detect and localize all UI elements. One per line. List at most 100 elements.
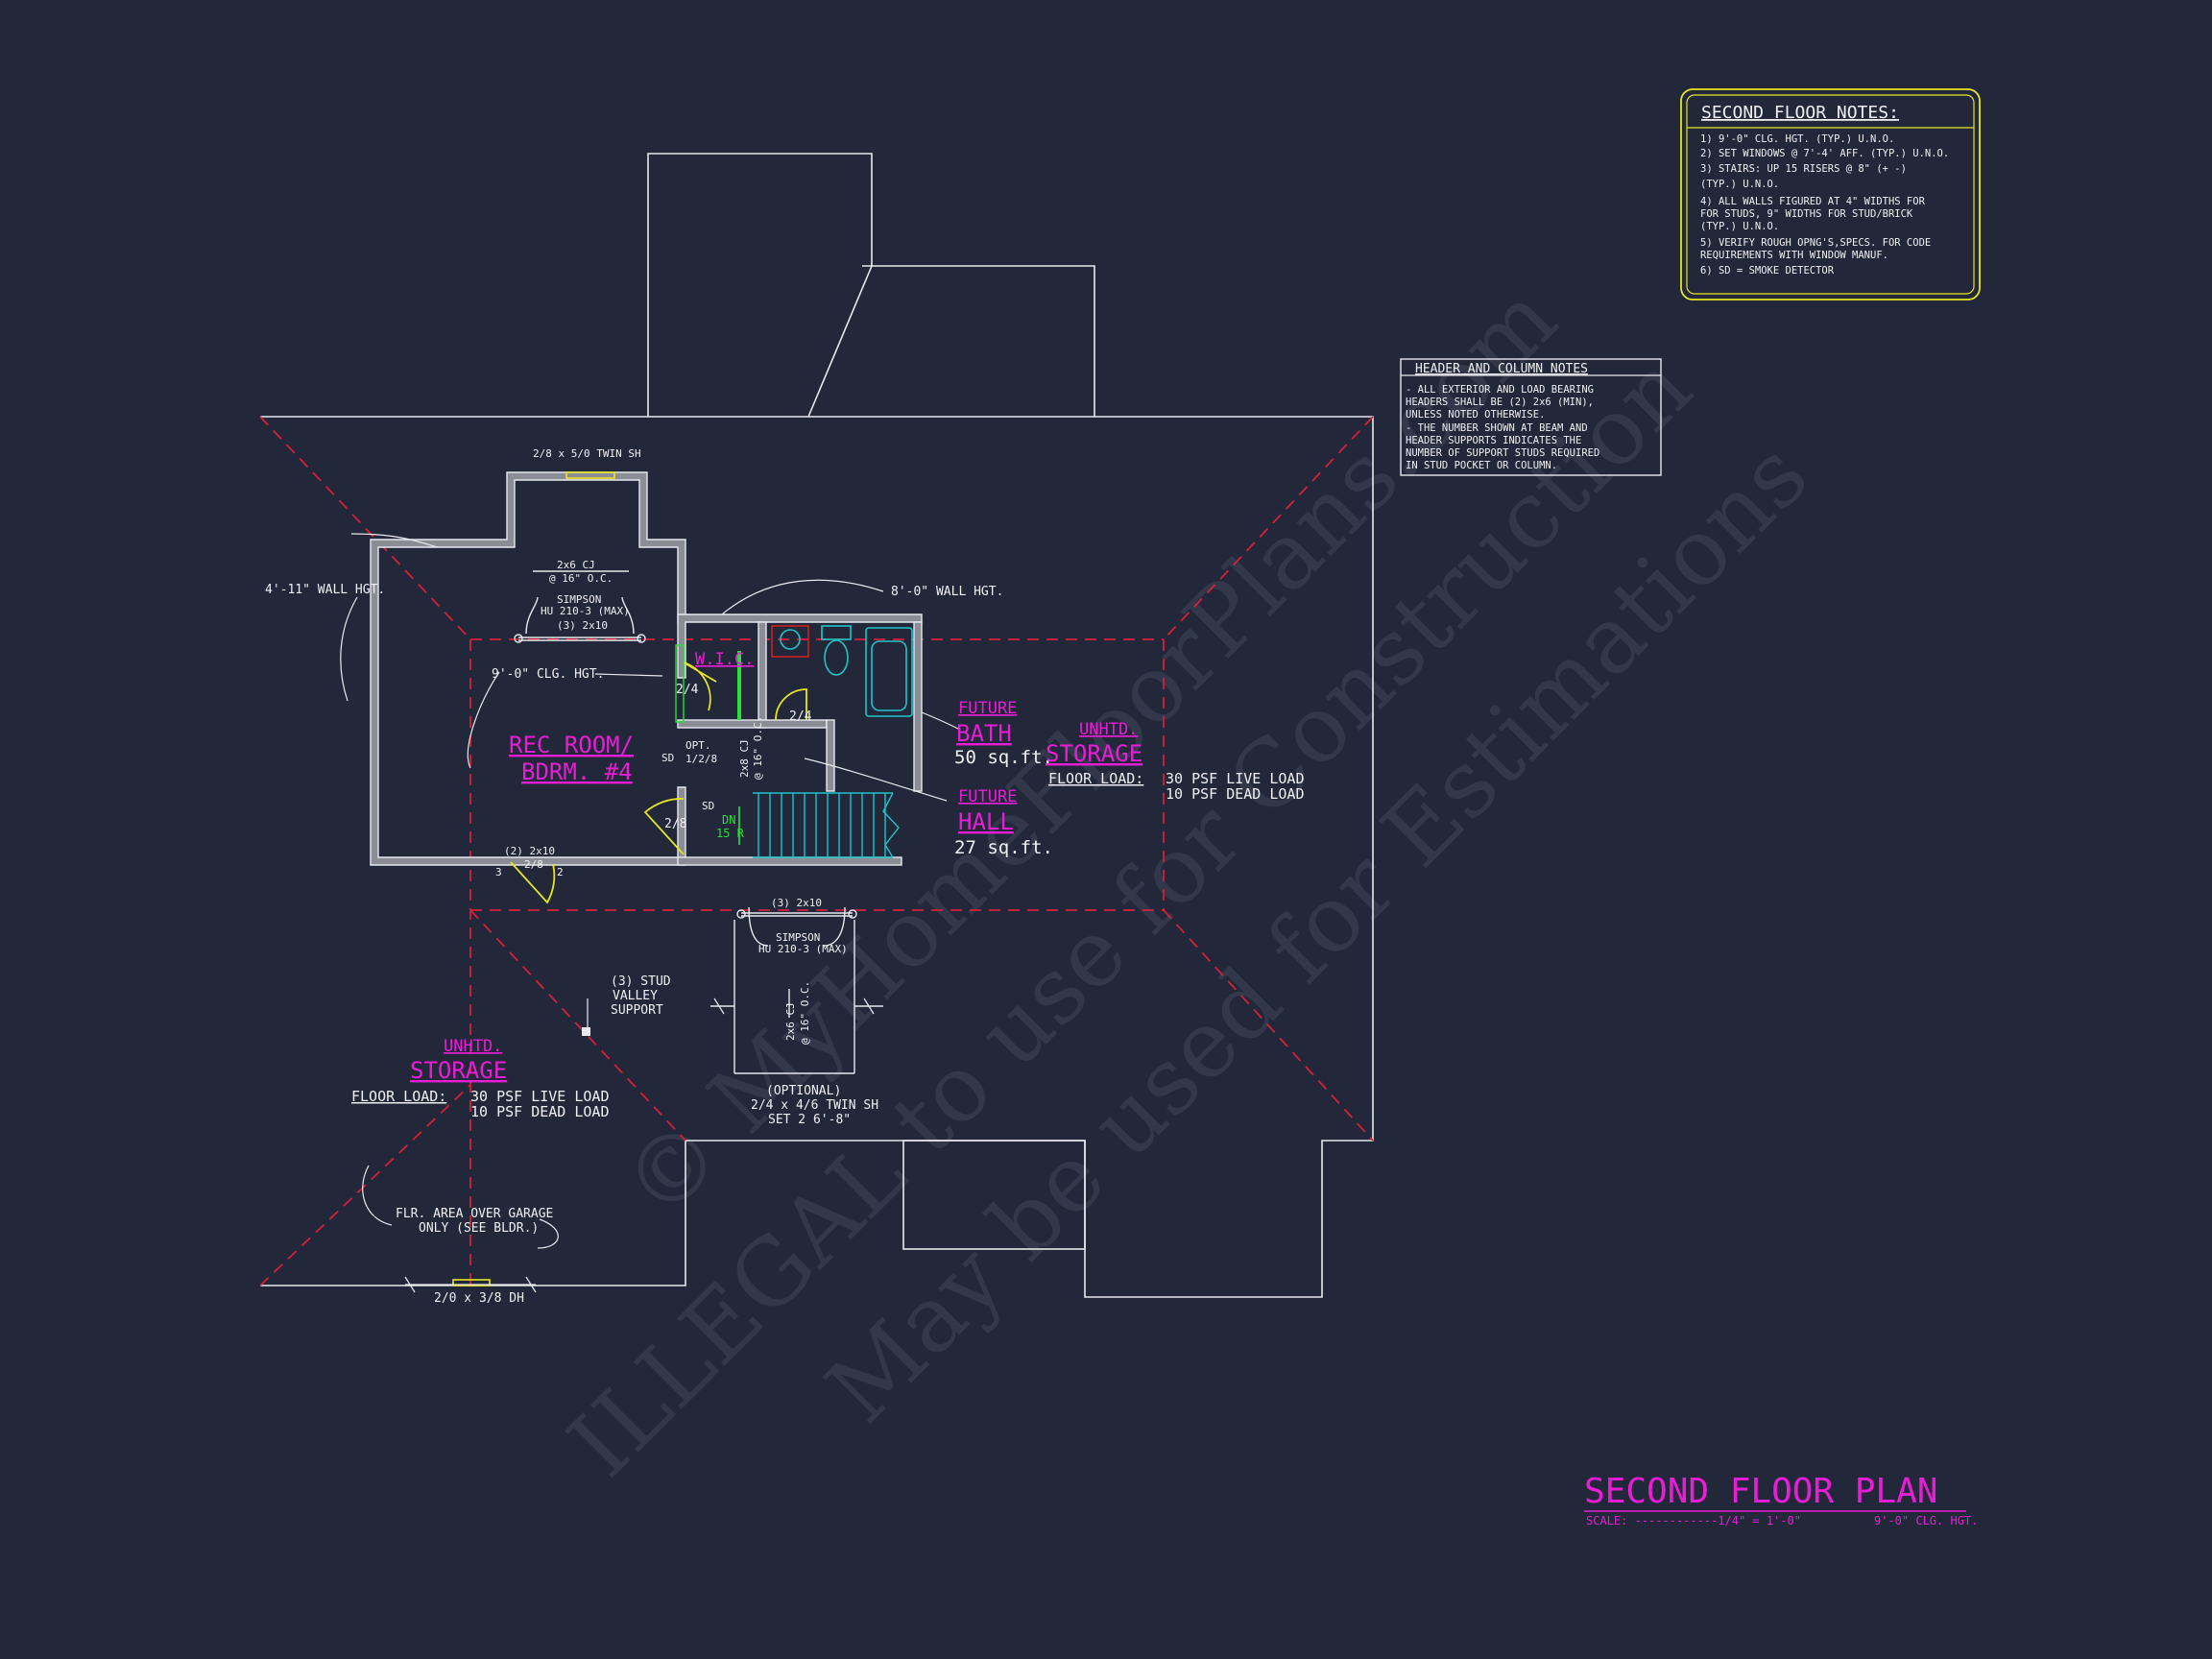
rec-room-name: REC ROOM/	[509, 732, 634, 758]
tub-inner-icon	[871, 640, 907, 711]
optional-label: (OPTIONAL)	[766, 1084, 841, 1098]
garage-note-2: ONLY (SEE BLDR.)	[419, 1221, 539, 1236]
rec-header-label: (2) 2x10	[504, 845, 555, 857]
wall-height-left: 4'-11" WALL HGT.	[265, 583, 385, 597]
rec-room-bdrm: BDRM. #4	[521, 758, 633, 785]
window-garage-icon	[452, 1279, 491, 1286]
header-note-line: UNLESS NOTED OTHERWISE.	[1406, 409, 1545, 421]
bath-door-icon	[775, 688, 807, 721]
optional-door-label: OPT.	[685, 739, 711, 752]
smoke-detector-1: SD	[661, 752, 674, 764]
note-line: FOR STUDS, 9" WIDTHS FOR STUD/BRICK	[1700, 208, 1913, 220]
note-line: REQUIREMENTS WITH WINDOW MANUF.	[1700, 250, 1888, 261]
stud-valley-label-2: VALLEY	[613, 989, 658, 1003]
note-line: 4) ALL WALLS FIGURED AT 4" WIDTHS FOR	[1700, 196, 1926, 207]
wall-height-right: 8'-0" WALL HGT.	[891, 585, 1003, 599]
window-bottom-label: 2/4 x 4/6 TWIN SH	[751, 1098, 878, 1113]
header-note-line: NUMBER OF SUPPORT STUDS REQUIRED	[1406, 447, 1599, 459]
bath-door-size: 2/4	[789, 709, 812, 724]
simpson-top-label: SIMPSON	[557, 593, 601, 606]
load-label-right: FLOOR LOAD:	[1048, 770, 1143, 787]
note-line: 1) 9'-0" CLG. HGT. (TYP.) U.N.O.	[1700, 133, 1894, 145]
floor-loads: FLOOR LOAD: 30 PSF LIVE LOAD 10 PSF DEAD…	[351, 770, 1305, 1120]
wic-shelf-icon	[675, 644, 685, 723]
window-bottom-set: SET 2 6'-8"	[768, 1113, 851, 1127]
note-line: 2) SET WINDOWS @ 7'-4' AFF. (TYP.) U.N.O…	[1700, 148, 1949, 159]
simpson-bottom-model: HU 210-3 (MAX)	[758, 943, 848, 955]
stud-count-right: 2	[557, 866, 564, 878]
beam-top-label: (3) 2x10	[557, 619, 608, 632]
storage-right-name: STORAGE	[1046, 740, 1142, 767]
live-load-right: 30 PSF LIVE LOAD	[1166, 770, 1305, 787]
plan-labels: 2/8 x 5/0 TWIN SH 2x6 CJ @ 16" O.C. SIMP…	[265, 447, 1003, 1306]
storage-right-unhtd: UNHTD.	[1079, 720, 1138, 739]
watermark-line-2: ILLEGAL to use for Construction	[548, 334, 1712, 1498]
live-load-left: 30 PSF LIVE LOAD	[470, 1088, 610, 1105]
stud-valley-label-3: SUPPORT	[611, 1003, 663, 1018]
storage-left-unhtd: UNHTD.	[444, 1037, 502, 1056]
watermark: © MyHomeFloorPlans.com ILLEGAL to use fo…	[548, 265, 1828, 1498]
hall-name: HALL	[958, 808, 1014, 835]
cj-top-label: 2x6 CJ	[557, 559, 595, 571]
smoke-detector-2: SD	[702, 800, 714, 812]
note-line: (TYP.) U.N.O.	[1700, 221, 1779, 232]
window-top-label: 2/8 x 5/0 TWIN SH	[533, 447, 641, 460]
hall-wall	[826, 719, 835, 792]
wic-top-wall	[677, 613, 923, 679]
header-note-line: HEADERS SHALL BE (2) 2x6 (MIN),	[1406, 397, 1594, 408]
building-outline	[260, 153, 1374, 1298]
sink-cabinet	[771, 625, 809, 658]
bath-area: 50 sq.ft.	[954, 747, 1053, 768]
note-line: (TYP.) U.N.O.	[1700, 179, 1779, 190]
header-notes-title: HEADER AND COLUMN NOTES	[1415, 362, 1588, 376]
window-top-icon	[565, 471, 615, 479]
hall-future: FUTURE	[958, 787, 1017, 806]
sink-icon	[780, 629, 801, 650]
cj-mid-spacing: @ 16" O.C.	[752, 716, 764, 780]
beams	[514, 570, 883, 1074]
load-label-left: FLOOR LOAD:	[351, 1088, 446, 1105]
rec-door-size: 2/8	[524, 858, 543, 871]
cj-mid-label: 2x8 CJ	[738, 739, 751, 778]
roof-lines	[259, 416, 1374, 1286]
garage-note-1: FLR. AREA OVER GARAGE	[396, 1207, 553, 1221]
plan-title-block: SECOND FLOOR PLAN SCALE: ------------1/4…	[1584, 1472, 1978, 1527]
plan-ceiling-height: 9'-0" CLG. HGT.	[1874, 1514, 1978, 1527]
second-floor-notes: SECOND FLOOR NOTES: 1) 9'-0" CLG. HGT. (…	[1680, 88, 1981, 301]
tub-outer-icon	[865, 627, 913, 717]
wic-rod-icon	[737, 651, 741, 720]
toilet-tank-icon	[821, 625, 852, 640]
header-note-line: - THE NUMBER SHOWN AT BEAM AND	[1406, 422, 1588, 434]
hall-area: 27 sq.ft.	[954, 837, 1053, 858]
dead-load-left: 10 PSF DEAD LOAD	[470, 1103, 610, 1120]
doors	[452, 471, 807, 1286]
simpson-bottom-label: SIMPSON	[776, 931, 820, 944]
note-line: 3) STAIRS: UP 15 RISERS @ 8" (+ -)	[1700, 163, 1907, 175]
garage-bump	[902, 1140, 1086, 1250]
window-garage-label: 2/0 x 3/8 DH	[434, 1291, 524, 1306]
plan-scale: SCALE: ------------1/4" = 1'-0"	[1586, 1514, 1801, 1527]
cj-top-spacing: @ 16" O.C.	[549, 572, 613, 585]
wic-bath-partition	[757, 621, 767, 729]
header-note-line: HEADER SUPPORTS INDICATES THE	[1406, 435, 1581, 446]
bath-right-wall	[913, 621, 923, 792]
simpson-top-model: HU 210-3 (MAX)	[541, 605, 630, 617]
dead-load-right: 10 PSF DEAD LOAD	[1166, 785, 1305, 803]
stud-count-left: 3	[495, 866, 502, 878]
header-note-line: IN STUD POCKET OR COLUMN.	[1406, 460, 1557, 471]
rec-room-door-icon	[510, 861, 556, 904]
bath-future: FUTURE	[958, 699, 1017, 718]
stair-door-icon	[643, 798, 685, 855]
stair-door-size: 2/8	[664, 817, 686, 831]
stair-bottom-wall	[677, 856, 902, 866]
toilet-bowl-icon	[824, 639, 849, 676]
stair	[753, 792, 900, 858]
beam-bottom-label: (3) 2x10	[771, 897, 822, 909]
porch-roof-right	[862, 265, 1095, 417]
room-labels: REC ROOM/ BDRM. #4 W.I.C. FUTURE BATH 50…	[410, 650, 1142, 1084]
notes-title: SECOND FLOOR NOTES:	[1701, 103, 1899, 123]
note-line: 6) SD = SMOKE DETECTOR	[1700, 265, 1835, 276]
storage-left-name: STORAGE	[410, 1057, 507, 1084]
ceiling-height-label: 9'-0" CLG. HGT.	[492, 667, 604, 682]
